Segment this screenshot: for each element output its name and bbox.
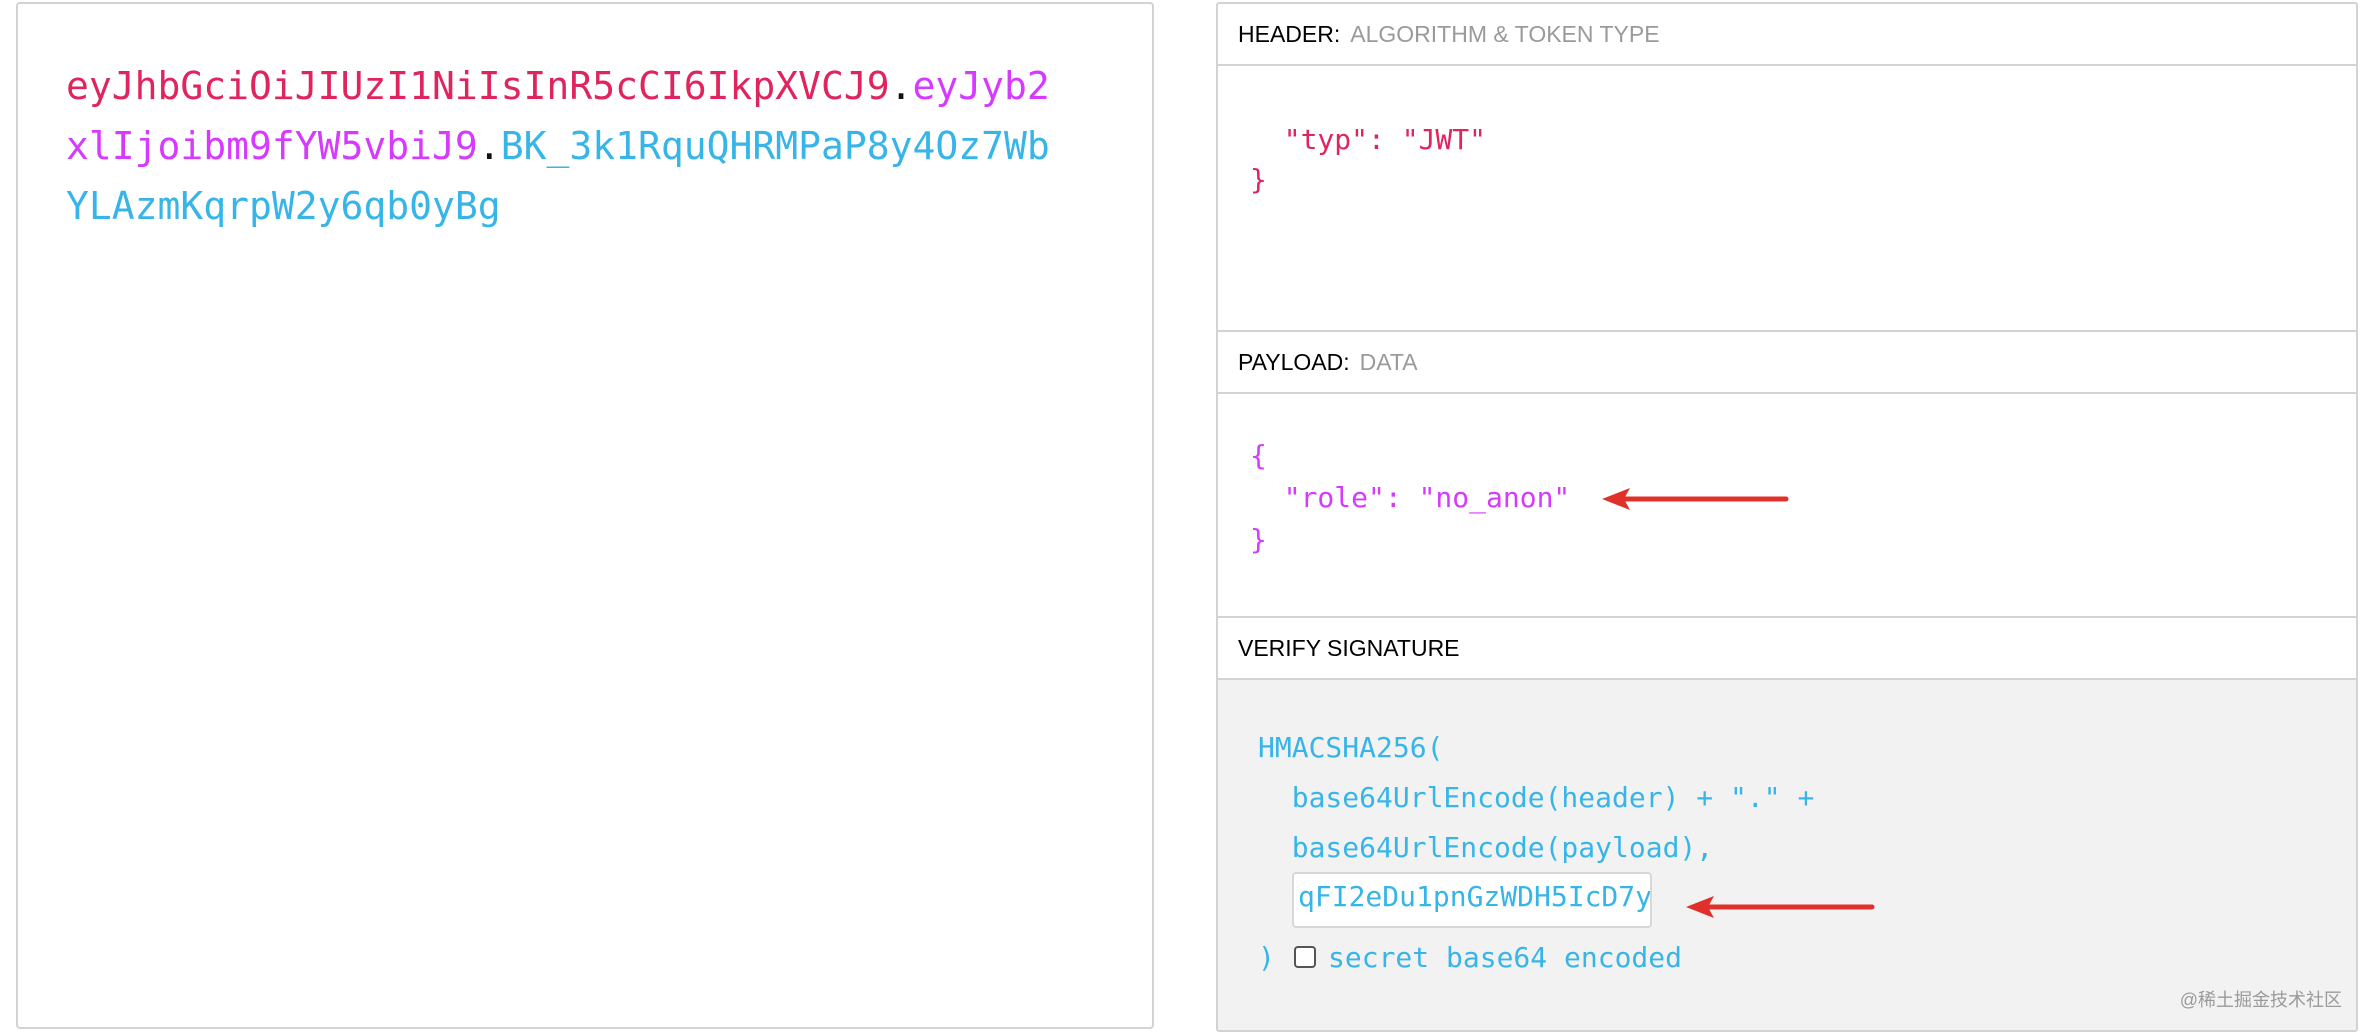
header-subtitle: ALGORITHM & TOKEN TYPE [1350, 20, 1660, 47]
token-separator: . [477, 124, 501, 168]
verify-code-line: base64UrlEncode(payload), [1258, 831, 1714, 864]
token-signature-part: BK_3k1RquQHRMPaP8y4Oz7WbYLAzmKqrpW2y6qb0… [66, 124, 1050, 228]
secret-input[interactable]: qFI2eDu1pnGzWDH5IcD7y [1292, 872, 1652, 928]
secret-base64-checkbox[interactable] [1294, 946, 1316, 968]
verify-code-line: HMACSHA256( [1258, 731, 1444, 764]
token-payload-part: eyJyb2xlIjoibm9fYW5vbiJ9 [66, 64, 1050, 168]
verify-title: VERIFY SIGNATURE [1238, 634, 1460, 661]
verify-close-paren: ) [1258, 941, 1275, 974]
payload-title: PAYLOAD: [1238, 348, 1350, 375]
watermark: @稀土掘金技术社区 [2179, 990, 2342, 1010]
payload-json-editor[interactable]: { "role": "no_anon" } [1218, 394, 2356, 618]
header-json-editor[interactable]: "typ": "JWT" } [1218, 66, 2356, 332]
annotation-arrow-icon [1602, 488, 1789, 510]
token-header-part: eyJhbGciOiJIUzI1NiIsInR5cCI6IkpXVCJ9 [66, 64, 890, 108]
decoded-panel: HEADER: ALGORITHM & TOKEN TYPE "typ": "J… [1216, 2, 2358, 1032]
payload-json-line: { [1250, 439, 1267, 472]
annotation-arrow-icon [1686, 896, 1875, 918]
encoded-token-text[interactable]: eyJhbGciOiJIUzI1NiIsInR5cCI6IkpXVCJ9.eyJ… [66, 56, 1066, 236]
verify-section-title: VERIFY SIGNATURE [1218, 618, 2356, 680]
token-separator: . [889, 64, 913, 108]
payload-section-title: PAYLOAD: DATA [1218, 332, 2356, 394]
verify-code-line: base64UrlEncode(header) + "." + [1258, 781, 1815, 814]
encoded-token-panel[interactable]: eyJhbGciOiJIUzI1NiIsInR5cCI6IkpXVCJ9.eyJ… [16, 2, 1154, 1029]
header-section-title: HEADER: ALGORITHM & TOKEN TYPE [1218, 4, 2356, 66]
payload-subtitle: DATA [1359, 348, 1418, 375]
payload-json-line: "role": "no_anon" [1250, 481, 1571, 514]
header-json-line: } [1250, 163, 1267, 196]
payload-json-line: } [1250, 523, 1267, 556]
secret-base64-label[interactable]: secret base64 encoded [1328, 941, 1683, 974]
verify-signature-body: HMACSHA256( base64UrlEncode(header) + ".… [1218, 680, 2356, 1030]
header-json-line: "typ": "JWT" [1250, 123, 1487, 156]
header-title: HEADER: [1238, 20, 1341, 47]
